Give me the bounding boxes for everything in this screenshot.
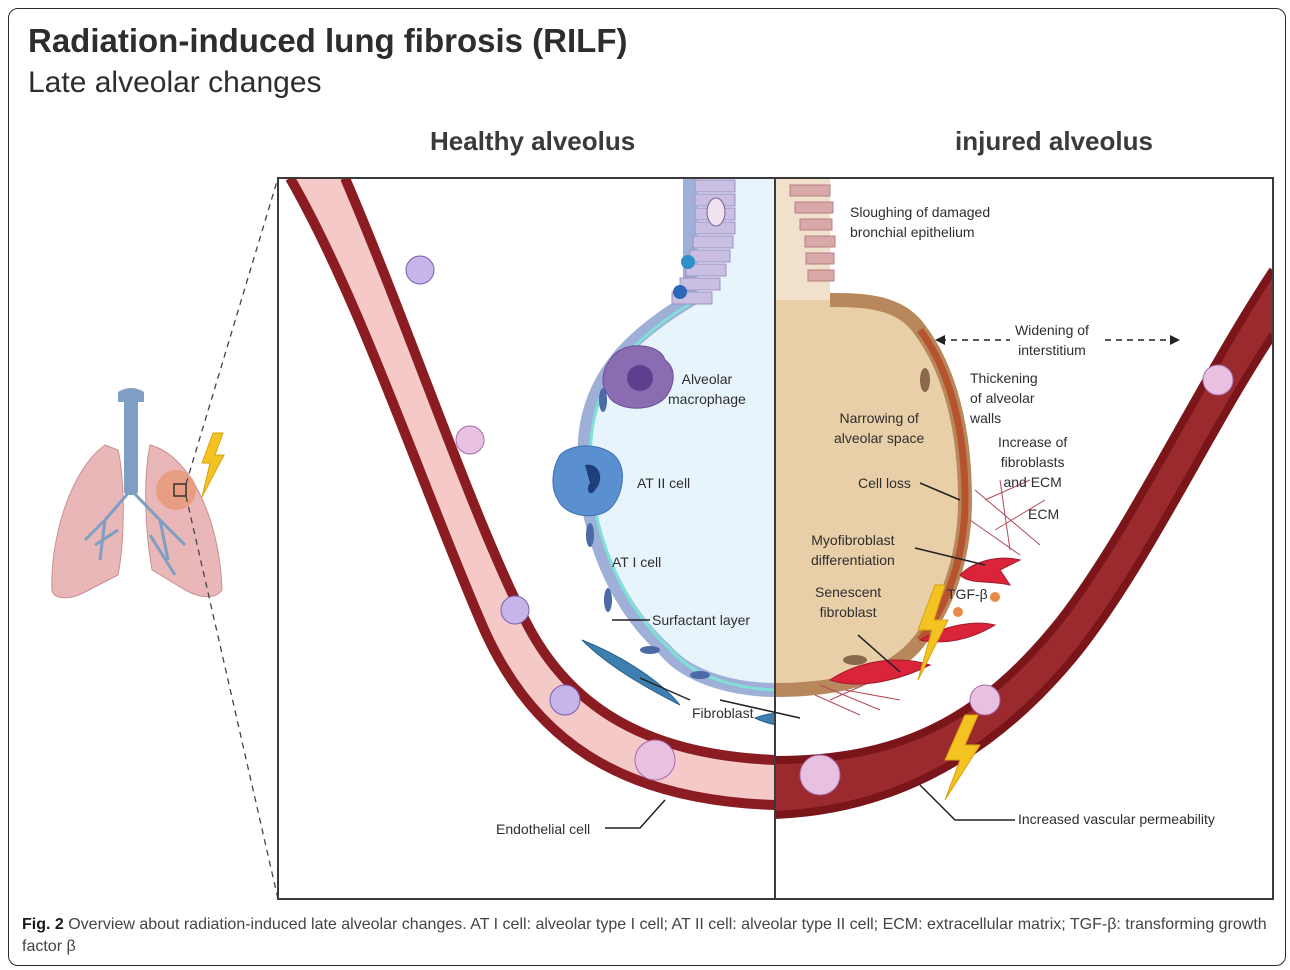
label-fibroblast: Fibroblast bbox=[692, 703, 753, 723]
caption-text: Overview about radiation-induced late al… bbox=[22, 916, 1267, 955]
label-increase-fibroblasts: Increase of fibroblasts and ECM bbox=[998, 432, 1067, 492]
zoom-line-top bbox=[186, 178, 278, 484]
label-cell-loss: Cell loss bbox=[858, 473, 911, 493]
label-vascular-permeability: Increased vascular permeability bbox=[1018, 809, 1215, 829]
label-widening: Widening of interstitium bbox=[1015, 320, 1089, 360]
label-sloughing: Sloughing of damaged bronchial epitheliu… bbox=[850, 202, 990, 242]
label-ecm: ECM bbox=[1028, 504, 1059, 524]
figure-caption: Fig. 2 Overview about radiation-induced … bbox=[22, 914, 1272, 958]
label-alveolar-macrophage: Alveolar macrophage bbox=[668, 369, 746, 409]
label-at2-cell: AT II cell bbox=[637, 473, 690, 493]
caption-figure-number: Fig. 2 bbox=[22, 916, 64, 933]
label-narrowing: Narrowing of alveolar space bbox=[834, 408, 924, 448]
lungs-icon bbox=[52, 388, 224, 598]
label-myofibroblast: Myofibroblast differentiation bbox=[811, 530, 895, 570]
label-at1-cell: AT I cell bbox=[612, 552, 661, 572]
label-senescent-fibroblast: Senescent fibroblast bbox=[815, 582, 881, 622]
label-endothelial-cell: Endothelial cell bbox=[496, 819, 590, 839]
label-surfactant-layer: Surfactant layer bbox=[652, 610, 750, 630]
label-thickening: Thickening of alveolar walls bbox=[970, 368, 1038, 428]
label-tgf-beta: TGF-β bbox=[947, 584, 988, 604]
